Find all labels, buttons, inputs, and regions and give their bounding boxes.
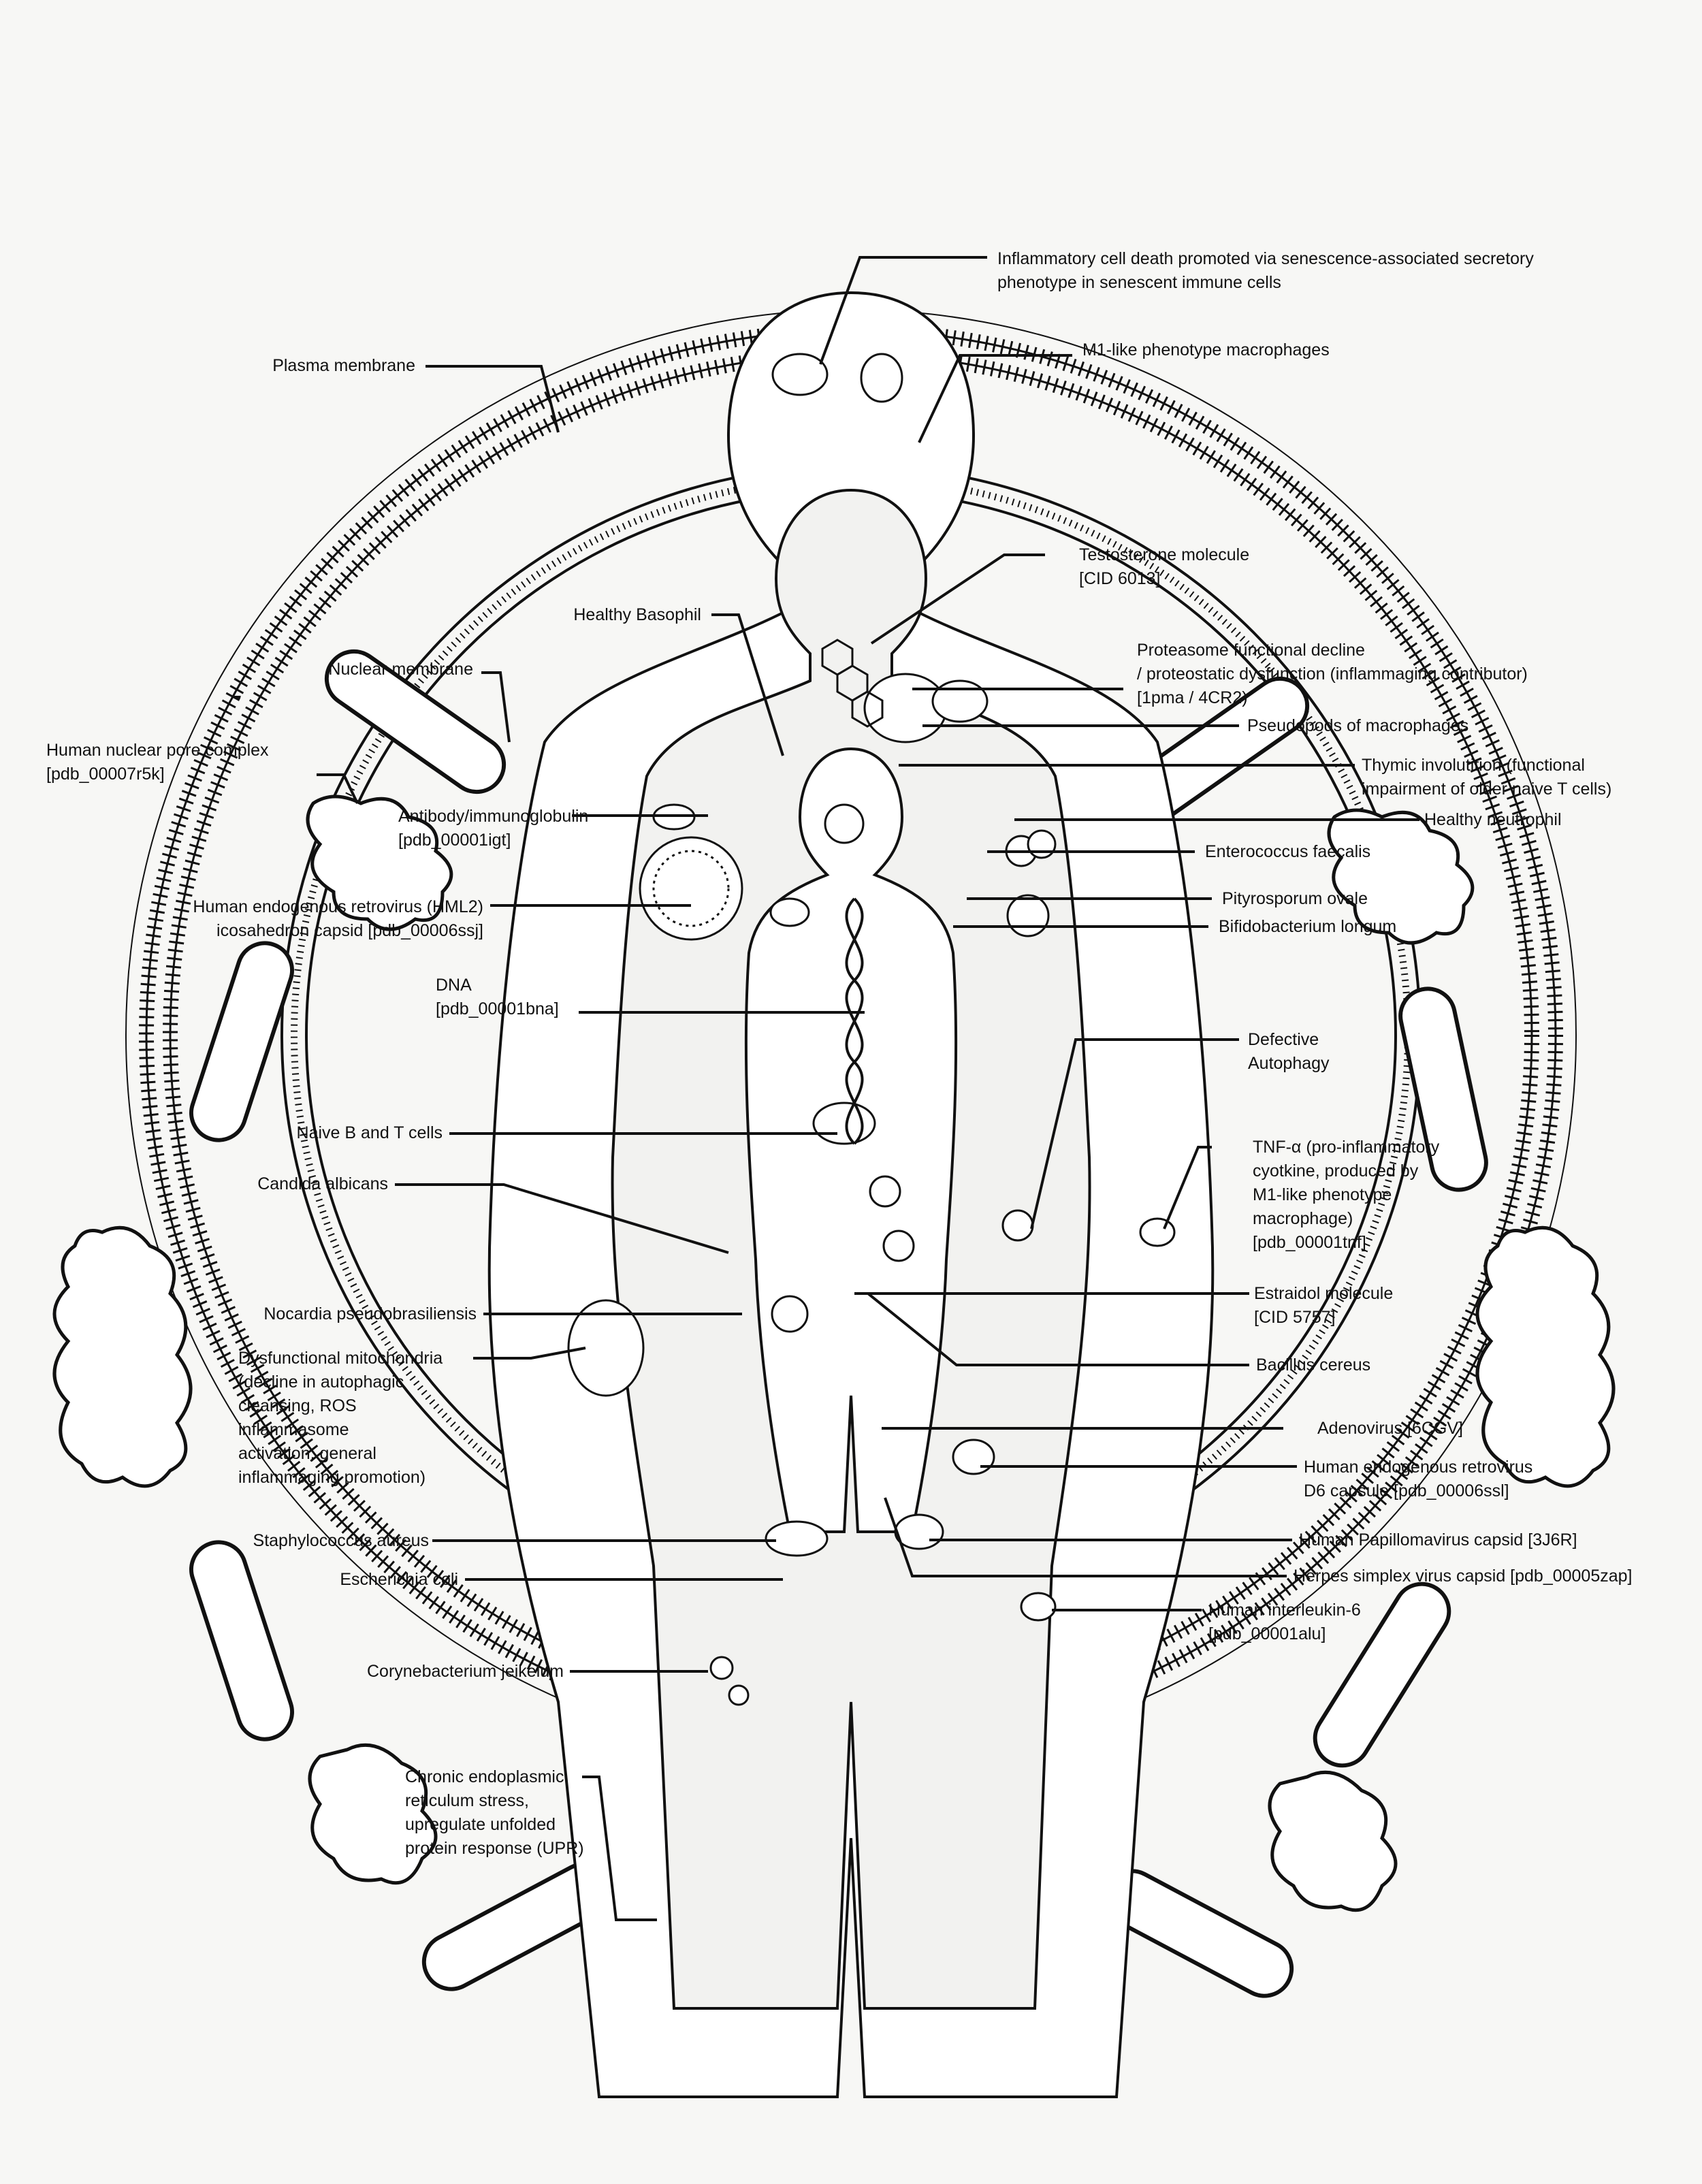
basophil: [769, 897, 810, 927]
label-defective-autophagy: Defective Autophagy: [1248, 1030, 1330, 1073]
nuclear-pore-upper-right: [1327, 808, 1475, 945]
label-candida: Candida albicans: [257, 1174, 388, 1193]
herv-d6-capsule: [952, 1439, 995, 1475]
label-proteasome: Proteasome functional decline / proteost…: [1137, 641, 1528, 707]
senescent-cell: [771, 353, 829, 396]
nuclear-pore-lower-left: [308, 1743, 438, 1885]
label-thymic-involution: Thymic involutition (functional impairme…: [1362, 756, 1612, 799]
label-tnf-alpha: TNF-α (pro-inflammatory cyotkine, produc…: [1253, 1138, 1440, 1252]
label-corynebacterium: Corynebacterium jeikeium: [366, 1662, 564, 1681]
label-herv-d6: Human endogenous retrovirus D6 capsule […: [1304, 1458, 1533, 1500]
label-pseudopods: Pseudopods of macrophages: [1247, 716, 1469, 735]
herv-hml2-capsid: [639, 836, 743, 941]
naive-cell: [812, 1102, 876, 1145]
autophagy-vesicle: [1001, 1209, 1034, 1242]
label-healthy-basophil: Healthy Basophil: [573, 605, 701, 624]
cell-details: [567, 353, 1176, 1706]
label-naive-bt-cells: Naive B and T cells: [296, 1123, 443, 1142]
corynebacterium-cell: [709, 1656, 734, 1680]
label-nuclear-pore: Human nuclear pore complex [pdb_00007r5k…: [46, 741, 269, 784]
label-nuclear-membrane: Nuclear membrane: [328, 660, 473, 679]
staphylococcus-cluster: [765, 1520, 829, 1557]
mitochondrion: [567, 1299, 645, 1397]
capsule-left-upper: [189, 941, 294, 1142]
label-bifidobacterium: Bifidobacterium longum: [1219, 917, 1397, 936]
label-mitochondria: Dysfunctional mitochondria (decline in a…: [238, 1349, 443, 1487]
label-testosterone: Testosterone molecule [CID 6013]: [1079, 545, 1250, 588]
label-adenovirus: Adenovirus [6CGV]: [1317, 1419, 1463, 1438]
nuclear-pore-left: [52, 1225, 193, 1488]
label-hpv: Human Papillomavirus capsid [3J6R]: [1299, 1530, 1577, 1549]
label-pityrosporum: Pityrosporum ovale: [1222, 889, 1368, 908]
cell-blob: [824, 803, 865, 844]
capsule-left-lower: [189, 1540, 294, 1741]
label-plasma-membrane: Plasma membrane: [272, 356, 415, 375]
pityrosporum-cell: [1006, 894, 1050, 937]
cell-blob: [771, 1295, 809, 1333]
label-inflammatory-cell-death: Inflammatory cell death promoted via sen…: [997, 249, 1534, 292]
capsule-top-left: [324, 649, 507, 794]
label-ecoli: Escherichia coli: [340, 1570, 458, 1589]
label-staph: Staphylococcus aureus: [253, 1531, 429, 1550]
label-nocardia: Nocardia pseudobrasiliensis: [263, 1304, 477, 1323]
label-bacillus: Bacillus cereus: [1256, 1355, 1371, 1375]
tnf-alpha: [1139, 1217, 1176, 1247]
label-enterococcus: Enterococcus faecalis: [1205, 842, 1371, 861]
nuclear-pore-upper-left: [306, 794, 453, 931]
capsule-right-lower: [1313, 1581, 1451, 1768]
nuclear-pore-right: [1475, 1225, 1616, 1488]
cell-blob: [869, 1175, 901, 1208]
label-herv-hml2: Human endogenous retrovirus (HML2) icosa…: [193, 897, 483, 940]
nuclear-pore-lower-right: [1268, 1770, 1398, 1912]
label-estradiol: Estraidol molecule [CID 5757]: [1254, 1284, 1394, 1327]
label-er-stress: Chronic endoplasmic reticulum stress, up…: [405, 1767, 584, 1858]
senescent-cell: [860, 353, 903, 403]
label-antibody: Antibody/immunoglobulin [pdb_00001igt]: [398, 807, 589, 850]
capsule-right-upper: [1398, 986, 1488, 1192]
interleukin-6: [1020, 1592, 1057, 1622]
label-interleukin-6: Human interleukin-6 [pdb_00001alu]: [1208, 1601, 1361, 1643]
label-healthy-neutrophil: Healthy neutrophil: [1424, 810, 1562, 829]
label-herpes: Herpes simplex virus capsid [pdb_00005za…: [1294, 1567, 1633, 1586]
label-dna: DNA [pdb_00001bna]: [436, 976, 559, 1018]
pseudopod-cluster: [931, 679, 989, 723]
membrane-capsules: [189, 649, 1488, 1998]
leader-lines: [317, 256, 1419, 1921]
testosterone-molecule: [821, 639, 884, 728]
nuclear-pore-complexes: [52, 794, 1616, 1912]
enterococcus-cell: [1027, 829, 1057, 859]
corynebacterium-cell: [728, 1684, 750, 1706]
cell-blob: [882, 1230, 915, 1262]
label-m1-macrophages: M1-like phenotype macrophages: [1082, 340, 1330, 359]
